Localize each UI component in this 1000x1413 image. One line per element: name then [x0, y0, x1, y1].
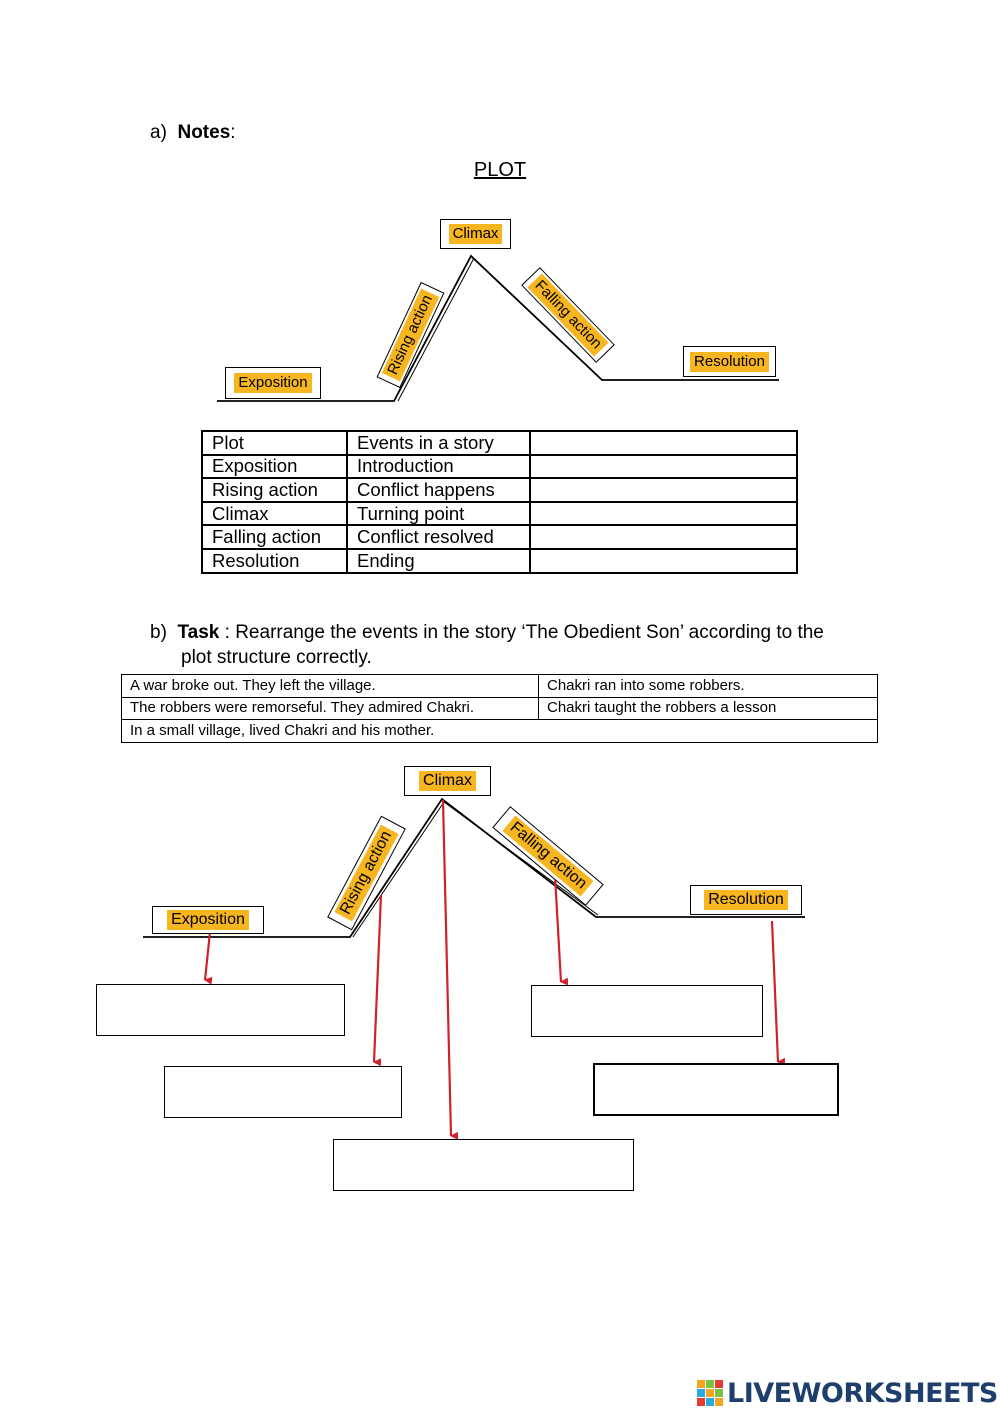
- table-row: Plot Events in a story: [201, 430, 798, 456]
- answer-box-exposition[interactable]: [96, 984, 345, 1036]
- task-title: Task: [177, 622, 220, 643]
- table-row: Rising action Conflict happens: [201, 477, 798, 503]
- notes-title: Notes: [177, 122, 231, 143]
- plot-diagram-top: [217, 254, 779, 402]
- climax-label-top: Climax: [440, 219, 511, 249]
- climax-label-bottom: Climax: [404, 766, 491, 796]
- resolution-label-bottom: Resolution: [690, 885, 802, 915]
- exposition-label-top: Exposition: [225, 367, 321, 399]
- event-card[interactable]: A war broke out. They left the village.: [121, 674, 539, 698]
- notes-table: Plot Events in a story Exposition Introd…: [201, 430, 798, 574]
- plot-line-bottom: [143, 797, 805, 938]
- event-card[interactable]: In a small village, lived Chakri and his…: [121, 719, 878, 743]
- task-text-line2: plot structure correctly.: [181, 647, 372, 668]
- answer-box-climax[interactable]: [333, 1139, 634, 1191]
- table-row: Falling action Conflict resolved: [201, 524, 798, 550]
- notes-marker: a): [150, 122, 167, 143]
- plot-title: PLOT: [473, 159, 527, 181]
- arrow-rising: [372, 894, 383, 1067]
- arrow-exposition: [203, 931, 213, 985]
- plot-diagram-bottom: [143, 797, 805, 1140]
- notes-heading: a) Notes:: [150, 121, 236, 145]
- arrow-resolution: [770, 920, 786, 1066]
- answer-box-resolution[interactable]: [593, 1063, 839, 1116]
- table-row: The robbers were remorseful. They admire…: [121, 696, 878, 720]
- answer-box-rising-action[interactable]: [164, 1066, 402, 1118]
- table-row: Resolution Ending: [201, 547, 798, 574]
- task-marker: b): [150, 622, 167, 643]
- logo-text: LIVEWORKSHEETS: [727, 1377, 998, 1409]
- liveworksheets-grid-icon: [697, 1380, 723, 1406]
- notes-colon: :: [230, 122, 236, 143]
- task-text-line1: : Rearrange the events in the story ‘The…: [219, 622, 824, 643]
- plot-line-top: [217, 254, 779, 402]
- events-table: A war broke out. They left the village. …: [121, 674, 878, 743]
- arrow-climax: [441, 799, 459, 1140]
- table-row: A war broke out. They left the village. …: [121, 674, 878, 698]
- answer-box-falling-action[interactable]: [531, 985, 763, 1037]
- table-row: Climax Turning point: [201, 500, 798, 527]
- event-card[interactable]: Chakri taught the robbers a lesson: [538, 696, 878, 720]
- task-heading: b) Task : Rearrange the events in the st…: [150, 621, 890, 645]
- table-row: In a small village, lived Chakri and his…: [121, 719, 878, 743]
- exposition-label-bottom: Exposition: [152, 906, 264, 934]
- arrow-falling: [553, 875, 569, 986]
- resolution-label-top: Resolution: [683, 346, 776, 377]
- liveworksheets-logo: LIVEWORKSHEETS: [697, 1376, 998, 1410]
